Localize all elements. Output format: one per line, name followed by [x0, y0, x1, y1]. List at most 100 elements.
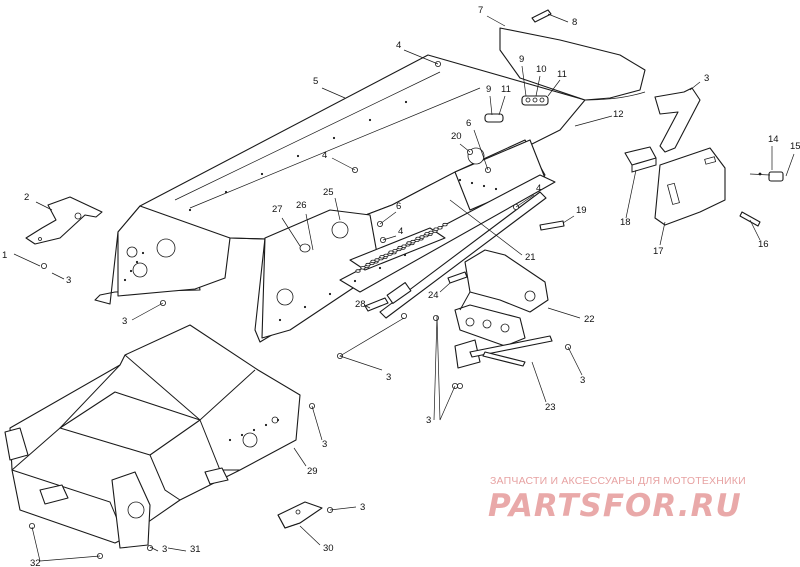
rivets-group — [123, 100, 498, 442]
vent-hole-25 — [428, 230, 434, 235]
leader-lines — [13, 13, 795, 562]
bolt-0 — [41, 262, 48, 269]
rivet-18 — [458, 178, 462, 182]
callout-c1: 1 — [2, 250, 7, 261]
leader-c27 — [281, 217, 301, 247]
rear-extension-part — [499, 27, 646, 101]
leader-c4a — [403, 49, 439, 65]
bolt-17 — [28, 523, 35, 530]
callout-c20: 20 — [451, 131, 462, 142]
leader-c26 — [305, 213, 314, 251]
leader-c31 — [167, 547, 187, 552]
callout-c6a: 6 — [466, 118, 471, 129]
callout-c29: 29 — [307, 466, 318, 477]
rivet-13 — [228, 438, 232, 442]
hardware-28-part — [364, 297, 389, 312]
leader-c23 — [531, 361, 547, 403]
callout-c32: 32 — [30, 558, 41, 567]
callout-c14: 14 — [768, 134, 779, 145]
tunnel-fasteners — [484, 95, 549, 123]
leader-c29 — [293, 447, 307, 467]
leader-c3g — [433, 315, 456, 421]
leader-c32 — [31, 526, 101, 562]
callout-c3b: 3 — [122, 316, 127, 327]
rivet-2 — [260, 172, 264, 176]
callout-c18: 18 — [620, 217, 631, 228]
callout-c3c: 3 — [386, 372, 391, 383]
leader-c3b — [131, 302, 164, 321]
shock-mount-bracket-part — [454, 249, 549, 347]
vent-hole-35 — [442, 222, 448, 227]
watermark: ЗАПЧАСТИ И АКСЕССУАРЫ ДЛЯ МОТОТЕХНИКИ PA… — [488, 475, 746, 524]
callout-c15: 15 — [790, 141, 800, 152]
bolt-19 — [456, 382, 463, 389]
rivet-8 — [303, 305, 307, 309]
bolt-3 — [400, 312, 407, 319]
callout-c27: 27 — [272, 204, 283, 215]
rivet-25 — [141, 251, 145, 255]
leader-c11b — [547, 79, 561, 97]
watermark-tagline: ЗАПЧАСТИ И АКСЕССУАРЫ ДЛЯ МОТОТЕХНИКИ — [490, 475, 746, 487]
vent-hole-9 — [360, 266, 366, 270]
watermark-logo: PARTSFOR.RU — [488, 488, 742, 524]
leader-c2 — [35, 201, 53, 211]
callout-c5: 5 — [313, 76, 318, 87]
vent-hole-21 — [392, 249, 398, 253]
hardware-8-part — [531, 9, 552, 23]
vent-hole-29 — [388, 250, 394, 254]
rivet-22 — [123, 278, 127, 282]
vent-hole-33 — [424, 232, 430, 236]
side-plate-17-part — [654, 147, 726, 226]
callout-c23: 23 — [545, 402, 556, 413]
callout-c11b: 11 — [557, 69, 567, 80]
leader-c5 — [321, 87, 346, 99]
left-side-panel-part — [94, 205, 231, 305]
callout-c17: 17 — [653, 246, 664, 257]
rivet-19 — [470, 181, 474, 185]
rivet-0 — [188, 208, 192, 212]
callout-c19: 19 — [576, 205, 587, 216]
callout-c22: 22 — [584, 314, 595, 325]
vent-hole-32 — [415, 236, 421, 241]
callout-c6b: 6 — [396, 201, 401, 212]
vent-hole-27 — [370, 259, 376, 264]
vent-hole-19 — [374, 258, 380, 262]
leader-c19 — [562, 215, 575, 224]
leader-c4c — [515, 194, 535, 208]
leader-c3i — [149, 546, 159, 552]
leader-c3c — [339, 317, 405, 371]
rivet-9 — [328, 292, 332, 296]
callout-c25: 25 — [323, 187, 334, 198]
leader-c17 — [659, 221, 666, 246]
callout-c11a: 11 — [501, 84, 511, 95]
rivet-11 — [378, 266, 382, 270]
rivet-20 — [482, 184, 486, 188]
leader-c9a — [521, 65, 527, 97]
callout-c9b: 9 — [486, 84, 491, 95]
leader-c16 — [749, 219, 761, 241]
hardware-16-part — [739, 211, 761, 227]
lower-frame-part — [4, 324, 301, 549]
rivet-16 — [264, 423, 268, 427]
bolt-7 — [432, 314, 439, 321]
callout-c4b: 4 — [322, 150, 327, 161]
callout-c21: 21 — [525, 252, 536, 263]
callout-c3e: 3 — [322, 439, 327, 450]
rivet-3 — [296, 154, 300, 158]
callout-c31: 31 — [190, 544, 201, 555]
callout-c3f: 3 — [360, 502, 365, 513]
handle-13-part — [654, 87, 701, 153]
leader-c6a — [473, 129, 489, 171]
leader-c20 — [459, 143, 471, 153]
leader-c3a — [51, 272, 65, 280]
callout-c3h: 3 — [704, 73, 709, 84]
callout-c7: 7 — [478, 5, 483, 16]
leader-c21 — [449, 199, 523, 256]
callout-c2: 2 — [24, 192, 29, 203]
leader-c6b — [379, 211, 397, 225]
rivet-17 — [276, 418, 280, 422]
leader-c3h — [689, 81, 701, 91]
leader-c15 — [785, 153, 795, 177]
callout-c4a: 4 — [396, 40, 401, 51]
